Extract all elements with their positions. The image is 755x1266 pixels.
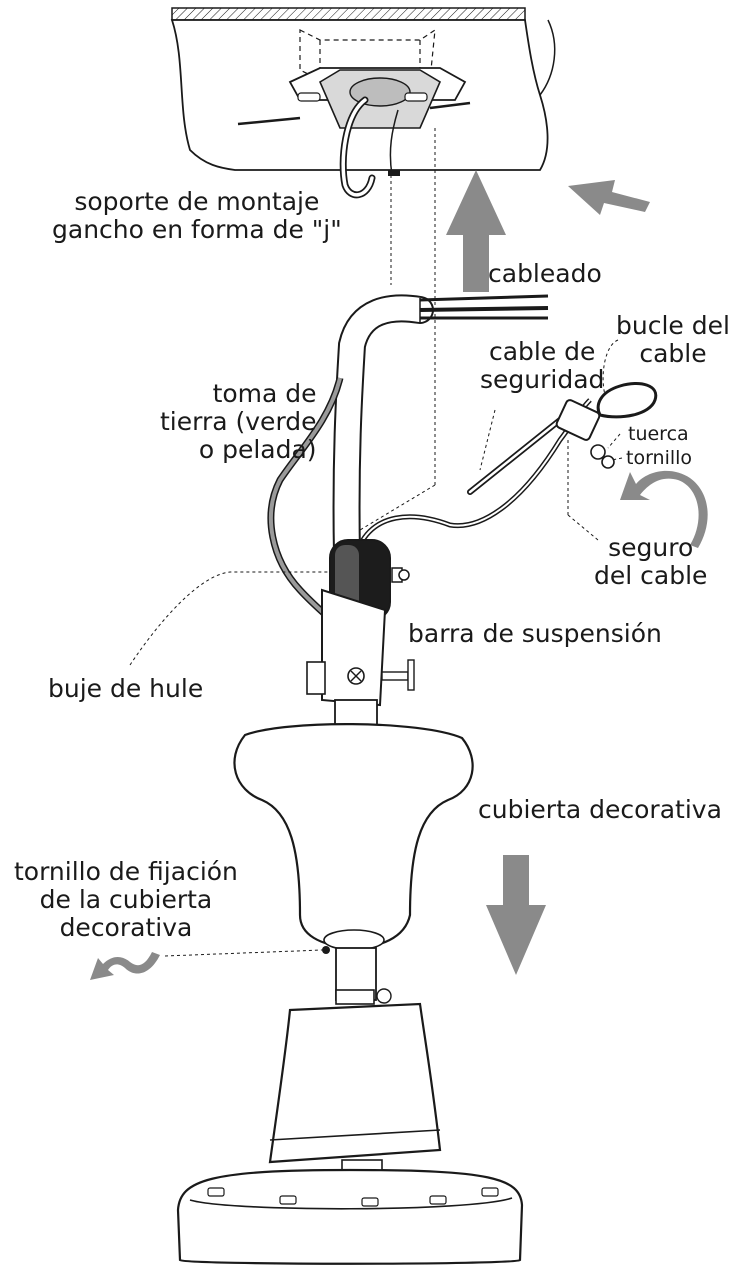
nut-label: tuerca [628, 423, 689, 445]
curved-arrow [620, 470, 708, 548]
down-arrow [486, 855, 546, 975]
cable-lock-label: seguro del cable [594, 533, 708, 590]
motor-housing [176, 947, 524, 1265]
rubber-bushing-label: buje de hule [48, 674, 204, 703]
canopy [164, 723, 474, 957]
electrical-box [299, 28, 436, 81]
guide-lines [359, 128, 436, 531]
wiring-label: cableado [488, 259, 602, 288]
safety-cable [357, 382, 658, 547]
canopy-screw-label: tornillo de fijación de la cubierta deco… [14, 857, 238, 942]
mounting-bracket-label: soporte de montaje gancho en forma de "j… [52, 187, 342, 244]
ground-wire-label: toma de tierra (verde o pelada) [160, 379, 317, 464]
hanger-assembly [306, 539, 415, 739]
up-arrow [446, 170, 506, 292]
squiggle-arrow [90, 952, 160, 980]
safety-cable-label: cable de seguridad [480, 337, 605, 394]
loop-label: bucle del cable [616, 311, 730, 368]
hanger-bar-label: barra de suspensión [408, 619, 662, 648]
leader-lines [129, 339, 623, 666]
canopy-label: cubierta decorativa [478, 795, 722, 824]
left-arrow [568, 180, 650, 215]
screw-label: tornillo [626, 447, 693, 469]
mounting-bracket [237, 67, 471, 199]
